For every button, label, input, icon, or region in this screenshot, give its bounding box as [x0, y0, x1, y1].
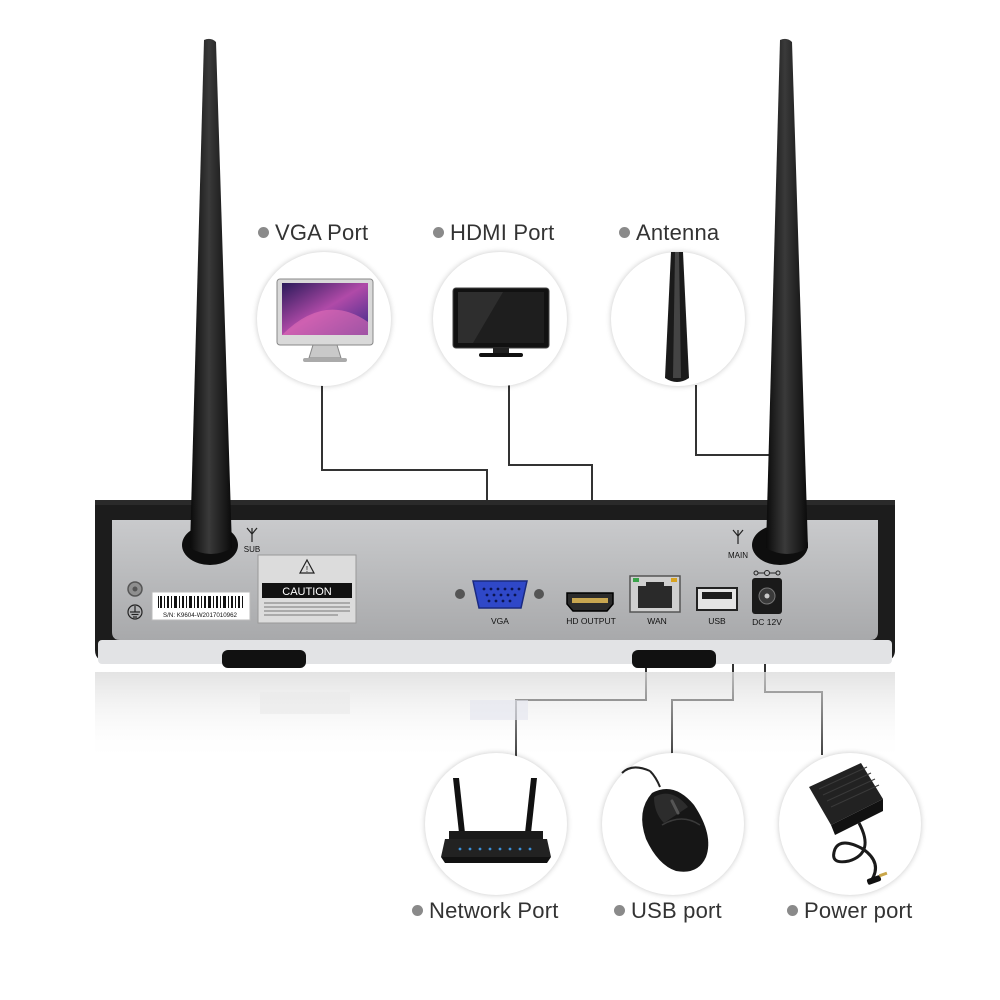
antenna-circle: [611, 252, 745, 386]
hdmi-port-callout: HDMI Port: [433, 220, 554, 246]
router-icon: [441, 778, 551, 863]
power-adapter-circle: [779, 753, 921, 895]
vga-port-label: VGA: [491, 616, 509, 626]
mouse-icon: [621, 766, 709, 872]
serial-number: S/N: K9604-W2017010962: [163, 612, 238, 619]
barcode: [158, 596, 243, 608]
vga-port-text: VGA Port: [275, 220, 369, 245]
bullet-dot: [433, 227, 444, 238]
svg-text:!: !: [306, 565, 308, 574]
main-antenna: [766, 38, 808, 554]
wan-port-label: WAN: [647, 616, 667, 626]
monitor-icon: [276, 278, 374, 362]
main-antenna-symbol-icon: [732, 529, 744, 544]
power-port-callout: Power port: [787, 898, 912, 924]
caution-fine-print: [264, 602, 350, 616]
bullet-dot: [787, 905, 798, 916]
usb-port-label: USB: [708, 616, 726, 626]
bullet-dot: [619, 227, 630, 238]
antenna-connector-line: [695, 385, 772, 456]
sub-antenna-symbol-icon: [246, 527, 258, 542]
sub-label: SUB: [244, 545, 260, 554]
antenna-icon: [665, 252, 689, 382]
hd-output-label: HD OUTPUT: [566, 616, 616, 626]
vga-screw-left: [455, 589, 465, 599]
vga-screw-right: [534, 589, 544, 599]
usb-mouse-circle: [602, 753, 744, 895]
network-port-callout: Network Port: [412, 898, 559, 924]
antenna-text: Antenna: [636, 220, 720, 245]
hdmi-port-text: HDMI Port: [450, 220, 555, 245]
bullet-dot: [258, 227, 269, 238]
tv-icon: [452, 287, 550, 357]
bullet-dot: [412, 905, 423, 916]
foot-left: [222, 650, 306, 668]
usb-port-text: USB port: [631, 898, 722, 923]
dc-polarity-symbol: [753, 570, 781, 576]
ground-symbol: [127, 604, 143, 620]
network-port-text: Network Port: [429, 898, 559, 923]
vga-port-callout: VGA Port: [258, 220, 368, 246]
foot-right: [632, 650, 716, 668]
vga-monitor-circle: [257, 252, 391, 386]
bullet-dot: [614, 905, 625, 916]
power-adapter-icon: [809, 763, 888, 885]
hdmi-tv-circle: [433, 252, 567, 386]
dc-12v-label: DC 12V: [752, 617, 782, 627]
main-label: MAIN: [728, 551, 748, 560]
usb-port-callout: USB port: [614, 898, 722, 924]
network-router-circle: [425, 753, 567, 895]
sub-antenna: [190, 38, 232, 554]
caution-label: CAUTION: [282, 586, 332, 598]
antenna-callout: Antenna: [619, 220, 719, 246]
power-port-text: Power port: [804, 898, 913, 923]
